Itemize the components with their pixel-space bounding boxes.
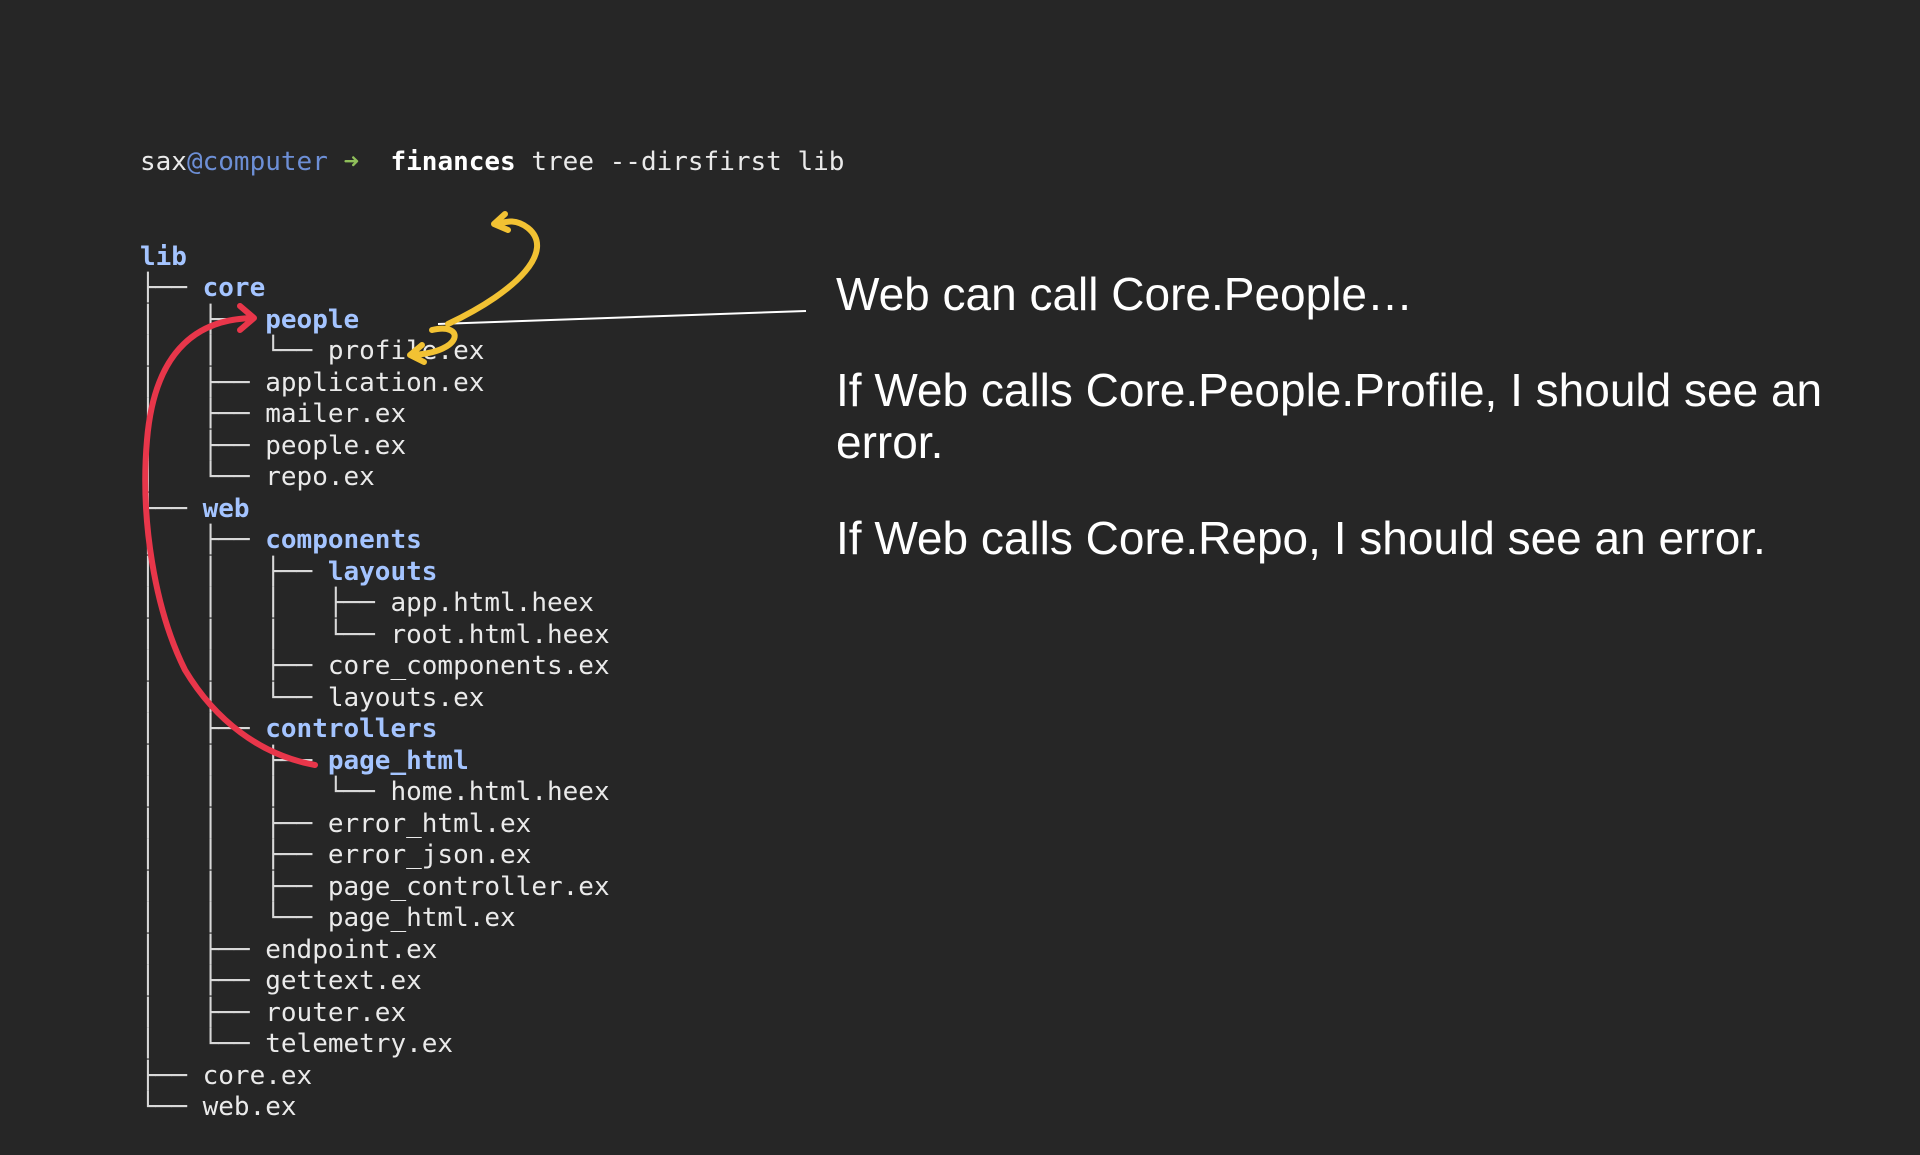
- yellow-arrow-to-repo: [409, 325, 458, 358]
- tree-branch: │ │ │ ├──: [140, 588, 391, 618]
- tree-branch: └──: [140, 1092, 203, 1122]
- prompt-user: sax: [140, 147, 187, 177]
- file-name: repo.ex: [265, 462, 375, 492]
- tree-branch: │ │ ├──: [140, 871, 328, 902]
- tree-branch: │ │ └──: [140, 682, 328, 713]
- tree-branch: │ │ └──: [140, 903, 328, 933]
- tree-file-row: │ │ └── profile.ex: [140, 336, 860, 368]
- prompt-line: sax@computer ➜ finances tree --dirsfirst…: [140, 147, 860, 179]
- file-name: error_json.ex: [327, 840, 532, 870]
- tree-file-row: │ │ │ └── home.html.heex: [140, 777, 860, 809]
- tree-branch: │ │ ├──: [140, 651, 328, 681]
- directory-name: layouts: [327, 556, 438, 587]
- tree-file-row: └── web.ex: [140, 1092, 860, 1124]
- prompt-host: computer: [202, 147, 328, 177]
- directory-name: web: [202, 493, 250, 524]
- directory-name: core: [202, 273, 266, 303]
- yellow-arrow-to-profile: [445, 218, 541, 327]
- file-name: app.html.heex: [390, 588, 594, 618]
- directory-name: controllers: [265, 714, 438, 744]
- tree-branch: │ ├──: [140, 997, 266, 1028]
- tree-branch: │ ├──: [140, 714, 266, 744]
- file-name: error_html.ex: [327, 808, 532, 839]
- tree-file-row: │ ├── gettext.ex: [140, 966, 860, 998]
- red-arrow-controller-to-people: [142, 315, 318, 768]
- tree-file-row: │ └── telemetry.ex: [140, 1029, 860, 1061]
- tree-file-row: │ │ ├── core_components.ex: [140, 651, 860, 683]
- tree-branch: │ │ ├──: [140, 808, 328, 839]
- tree-file-row: │ └── repo.ex: [140, 462, 860, 494]
- prompt-arrow-icon: ➜: [343, 147, 360, 177]
- tree-branch: │ │ │ └──: [140, 777, 391, 807]
- note-repo-error: If Web calls Core.Repo, I should see an …: [836, 512, 1766, 564]
- tree-file-row: │ │ ├── error_json.ex: [140, 840, 860, 872]
- tree-branch: │ │ ├──: [140, 840, 328, 870]
- directory-name: components: [265, 525, 422, 555]
- tree-branch: │ │ │ └──: [140, 619, 391, 650]
- tree-file-row: │ ├── mailer.ex: [140, 399, 860, 431]
- file-name: router.ex: [265, 997, 407, 1028]
- tree-branch: │ │ ├──: [140, 556, 328, 587]
- tree-branch: │ └──: [140, 1029, 266, 1059]
- annotation-notes: Web can call Core.People… If Web calls C…: [836, 268, 1876, 608]
- yellow-arrowhead-profile-icon: [491, 211, 511, 233]
- tree-dir-row: ├── core: [140, 273, 860, 305]
- file-name: application.ex: [265, 367, 485, 398]
- file-name: endpoint.ex: [265, 934, 438, 965]
- file-name: layouts.ex: [327, 682, 485, 713]
- red-arrowhead-icon: [237, 303, 257, 333]
- tree-file-row: │ ├── people.ex: [140, 431, 860, 463]
- tree-branch: ├──: [140, 273, 203, 303]
- terminal-output: sax@computer ➜ finances tree --dirsfirst…: [140, 84, 860, 1155]
- yellow-arrowhead-repo-icon: [407, 342, 427, 365]
- tree-dir-row: │ │ ├── layouts: [140, 557, 860, 589]
- tree-file-row: │ │ └── page_html.ex: [140, 903, 860, 935]
- tree-branch: │ ├──: [140, 367, 266, 398]
- tree-file-row: │ │ ├── error_html.ex: [140, 809, 860, 841]
- directory-name: people: [265, 304, 360, 335]
- prompt-dir: finances: [390, 147, 516, 177]
- command-text: tree --dirsfirst lib: [531, 147, 845, 177]
- pointer-line: [437, 310, 807, 325]
- file-name: root.html.heex: [390, 619, 610, 650]
- note-web-can-call: Web can call Core.People…: [836, 268, 1413, 320]
- file-name: mailer.ex: [265, 399, 407, 429]
- file-name: telemetry.ex: [265, 1029, 454, 1059]
- file-name: web.ex: [202, 1092, 297, 1122]
- tree-file-row: │ │ └── layouts.ex: [140, 683, 860, 715]
- tree-file-row: │ ├── router.ex: [140, 998, 860, 1030]
- file-name: page_html.ex: [327, 903, 516, 933]
- tree-file-row: │ │ ├── page_controller.ex: [140, 872, 860, 904]
- file-name: gettext.ex: [265, 966, 422, 996]
- tree-branch: │ ├──: [140, 934, 266, 965]
- tree-branch: │ │ └──: [140, 336, 328, 366]
- tree-dir-row: lib: [140, 242, 860, 274]
- tree-file-row: │ │ │ └── root.html.heex: [140, 620, 860, 652]
- directory-tree: lib├── core│ ├── people│ │ └── profile.e…: [140, 242, 860, 1124]
- file-name: core_components.ex: [327, 651, 610, 681]
- file-name: home.html.heex: [390, 777, 610, 807]
- drawn-arrows: [142, 211, 807, 768]
- tree-branch: │ ├──: [140, 966, 266, 996]
- directory-name: lib: [140, 241, 187, 272]
- prompt-at: @: [186, 147, 203, 177]
- note-profile-error: If Web calls Core.People.Profile, I shou…: [836, 364, 1823, 468]
- file-name: people.ex: [265, 430, 407, 461]
- tree-file-row: │ ├── application.ex: [140, 368, 860, 400]
- tree-file-row: │ ├── endpoint.ex: [140, 935, 860, 967]
- tree-file-row: │ │ │ ├── app.html.heex: [140, 588, 860, 620]
- directory-name: page_html: [327, 745, 469, 776]
- tree-dir-row: │ ├── controllers: [140, 714, 860, 746]
- file-name: profile.ex: [327, 336, 485, 366]
- file-name: page_controller.ex: [327, 871, 610, 902]
